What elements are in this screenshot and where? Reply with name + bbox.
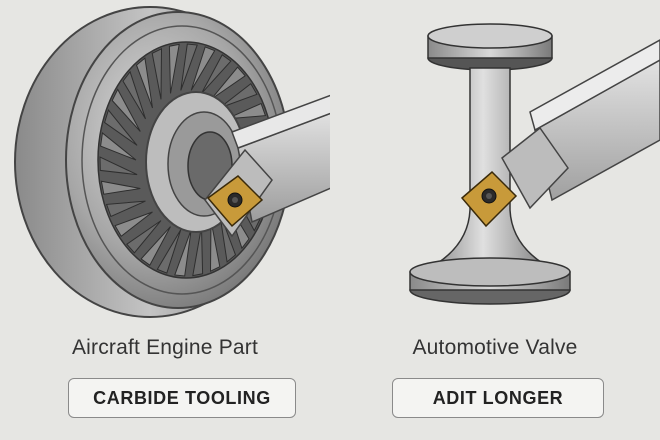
turbine-blade [180,43,198,91]
turbine-blade [192,226,204,277]
part-caption: Aircraft Engine Part [71,336,259,359]
automotive-valve-panel: Automotive Valve ADIT LONGER [330,0,660,440]
turbine-blade [151,47,163,100]
turbine-blade [210,66,246,100]
turbine-blade [140,226,171,266]
turbine-blade [135,57,153,109]
carbide-tooling-button[interactable]: CARBIDE TOOLING [68,378,296,418]
turbine-blade [100,180,141,195]
turbine-blade [122,70,146,120]
turbine-blade [100,132,137,161]
valve-with-cutting-tool-icon [409,23,660,305]
turbine-blade [168,43,180,94]
aircraft-engine-panel: Aircraft Engine Part CARBIDE TOOLING [14,6,330,418]
adit-longer-button[interactable]: ADIT LONGER [392,378,604,418]
turbine-blade [104,109,138,146]
turbine-blade [114,211,153,238]
turbine-with-cutting-tool-icon [14,6,330,318]
turbine-blade [111,88,141,132]
part-caption: Automotive Valve [412,336,578,359]
turbine-blade [105,200,146,218]
turbine-blade [209,220,221,273]
turbine-blade [219,82,258,109]
turbine-blade [190,46,216,91]
turbine-blade [174,229,192,277]
turbine-blade [201,54,232,94]
turbine-blade [126,220,162,254]
turbine-blade [99,156,138,176]
turbine-blade [156,229,182,274]
turbine-blade [226,102,267,120]
